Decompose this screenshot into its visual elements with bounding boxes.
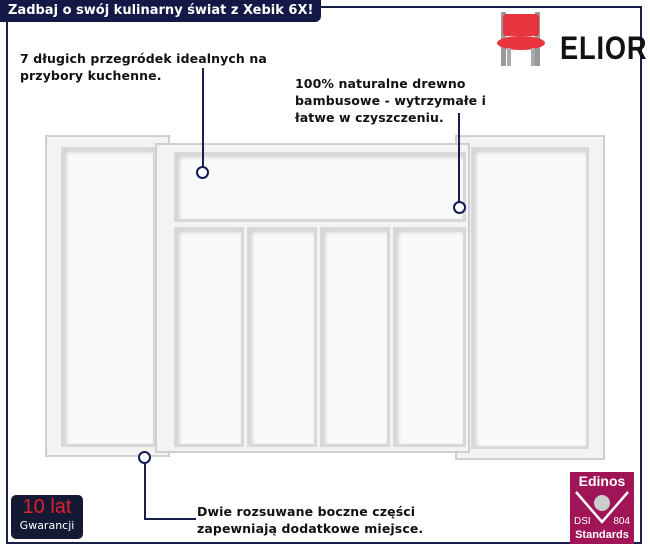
callout-line	[202, 68, 204, 168]
certificate-left: DSI	[574, 516, 591, 527]
headline-banner: Zadbaj o swój kulinarny świat z Xebik 6X…	[0, 0, 322, 22]
annotation-line: 100% naturalne drewno	[295, 76, 466, 91]
center-tray	[155, 143, 470, 453]
certificate-right: 804	[613, 516, 630, 527]
compartment	[61, 147, 156, 447]
warranty-badge: 10 lat Gwarancji	[11, 495, 83, 539]
left-extension-tray	[45, 135, 170, 457]
callout-dot	[453, 201, 466, 214]
compartment	[247, 227, 317, 447]
annotation-material: 100% naturalne drewno bambusowe - wytrzy…	[295, 75, 486, 126]
annotation-line: zapewniają dodatkowe miejsce.	[197, 521, 424, 536]
compartment	[471, 147, 589, 449]
warranty-years: 10 lat	[22, 496, 72, 518]
content-frame	[6, 6, 642, 544]
callout-line	[144, 462, 146, 519]
callout-line	[144, 518, 196, 520]
annotation-compartments: 7 długich przegródek idealnych na przybo…	[20, 50, 267, 84]
callout-dot	[196, 166, 209, 179]
annotation-line: 7 długich przegródek idealnych na	[20, 51, 267, 66]
annotation-line: bambusowe - wytrzymałe i	[295, 93, 487, 108]
annotation-line: przybory kuchenne.	[20, 68, 162, 83]
annotation-extension: Dwie rozsuwane boczne części zapewniają …	[197, 503, 423, 537]
annotation-line: Dwie rozsuwane boczne części	[197, 504, 416, 519]
certificate-title: Edinos	[578, 473, 626, 489]
compartment	[393, 227, 466, 447]
certificate-emblem-icon	[575, 491, 629, 524]
certificate-bottom: Standards	[575, 529, 629, 541]
frame-top-border	[320, 6, 642, 8]
compartment	[320, 227, 390, 447]
callout-dot	[138, 451, 151, 464]
right-extension-tray	[455, 135, 605, 460]
annotation-line: łatwe w czyszczeniu.	[295, 110, 444, 125]
compartment-long	[174, 152, 466, 222]
callout-line	[458, 113, 460, 203]
chair-icon	[497, 12, 545, 66]
brand-name: ELIOR	[560, 30, 648, 66]
warranty-label: Gwarancji	[19, 519, 75, 532]
certificate-badge: Edinos DSI 804 Standards	[570, 472, 634, 544]
compartment	[174, 227, 244, 447]
